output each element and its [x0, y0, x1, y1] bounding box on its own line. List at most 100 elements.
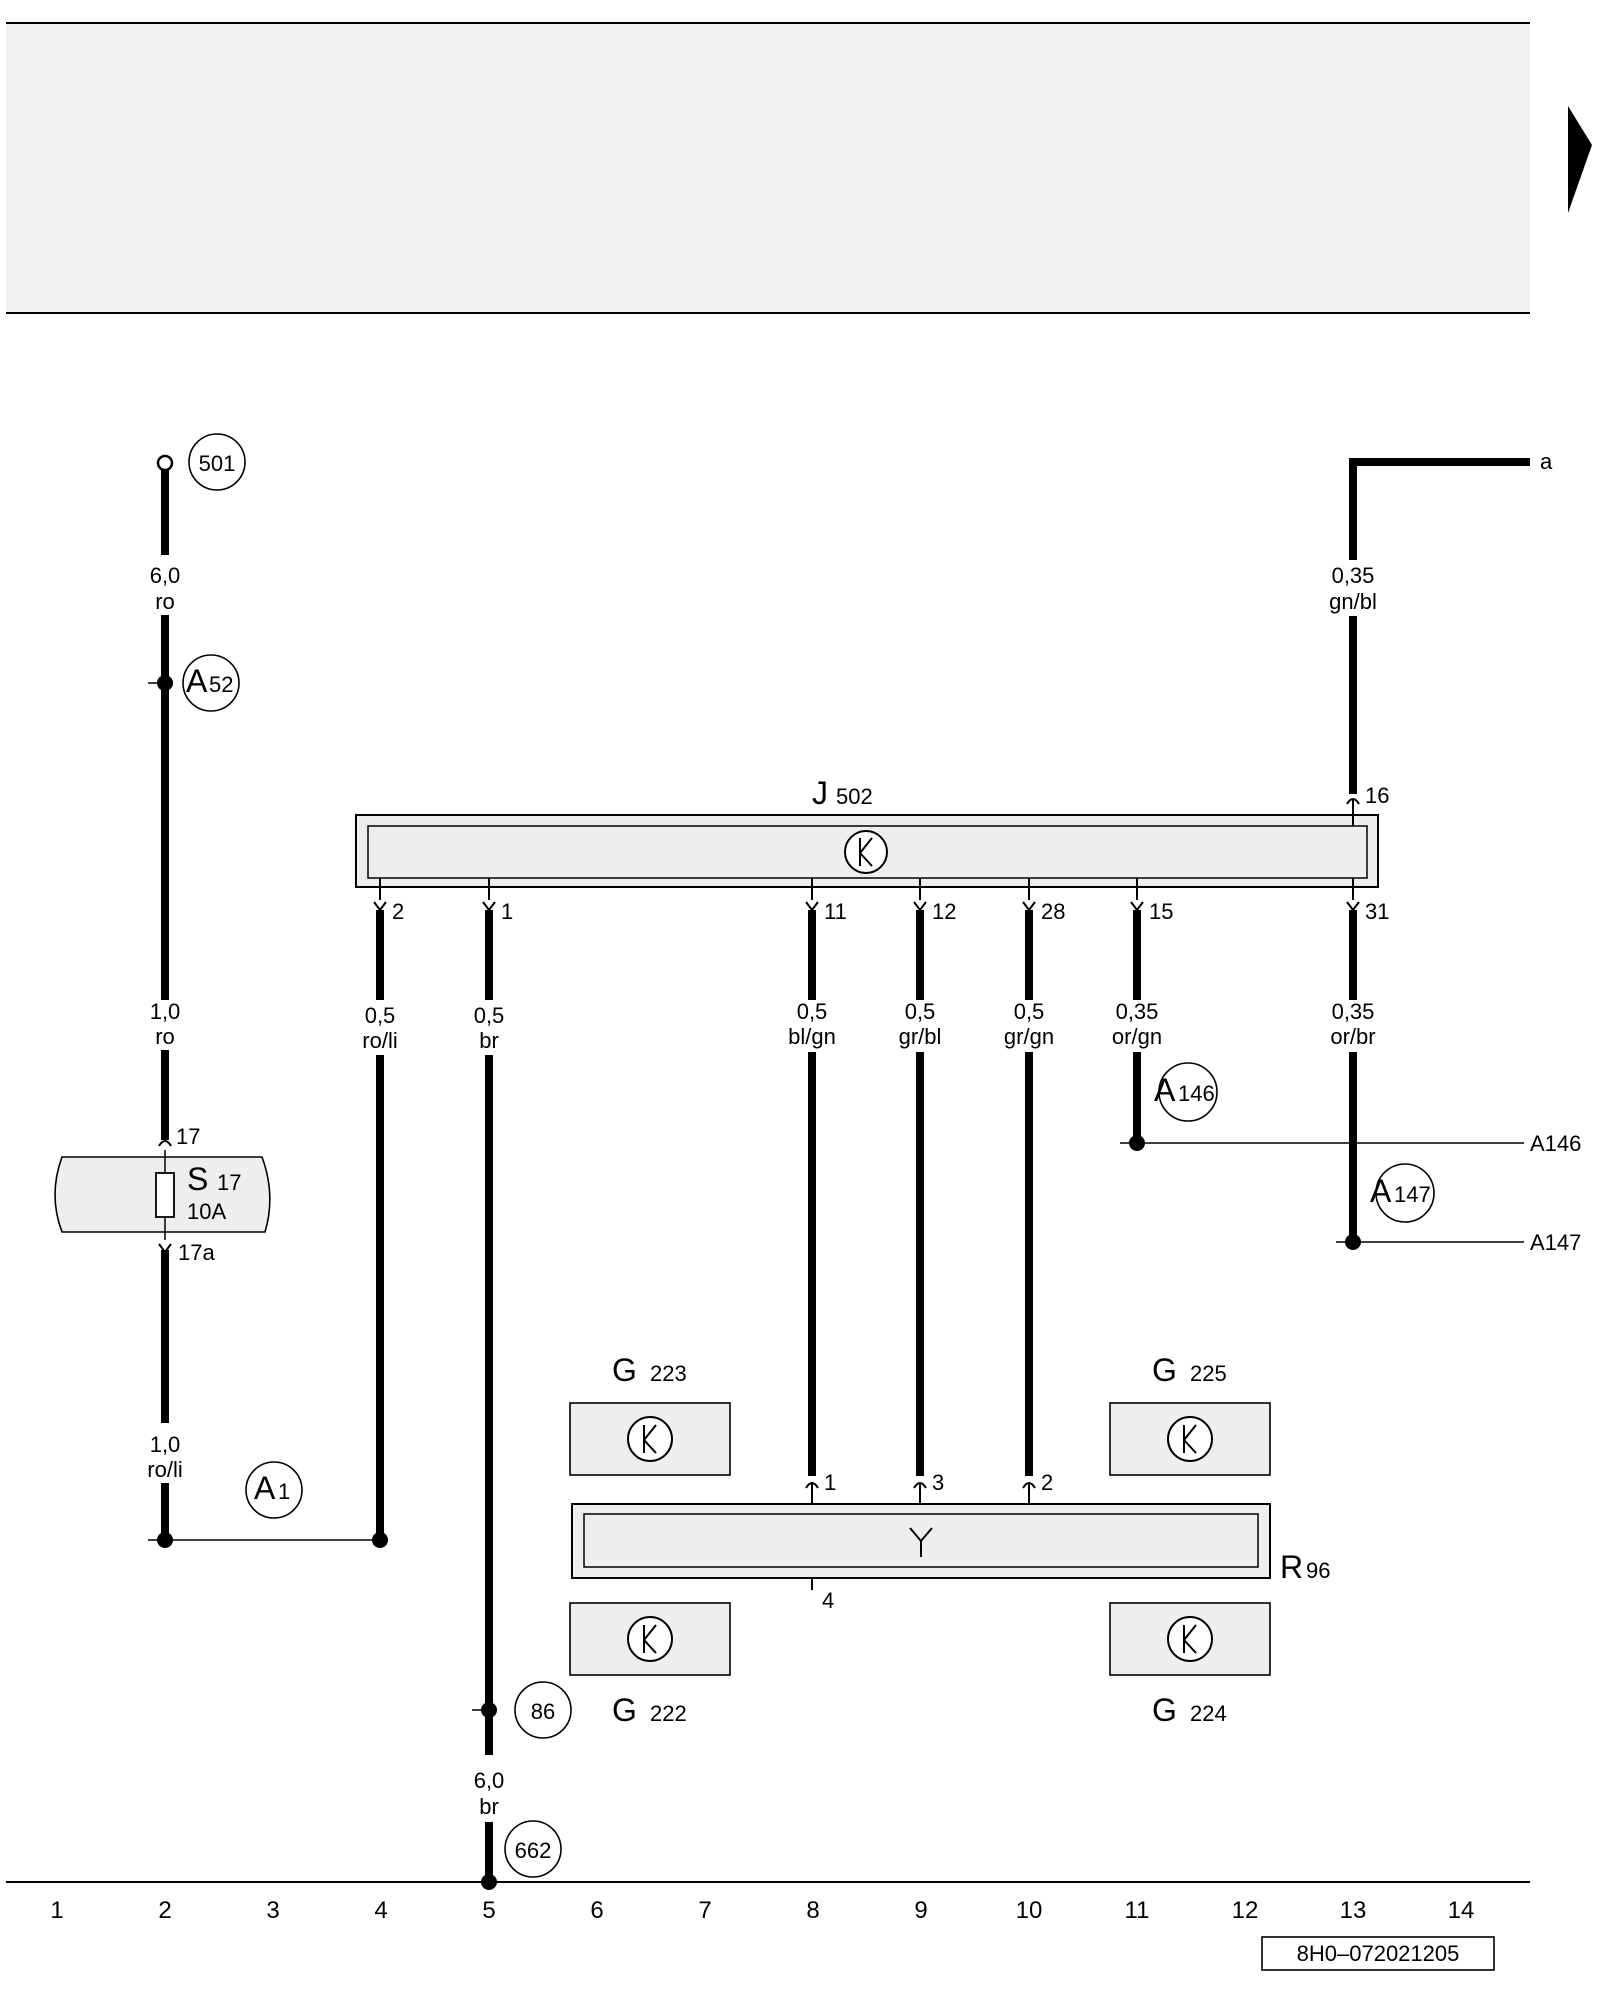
next-page-arrow-icon[interactable]	[1568, 106, 1592, 213]
splice-dot	[1345, 1234, 1361, 1250]
wire-gauge: 0,35	[1332, 999, 1375, 1024]
antenna-icon	[909, 1527, 933, 1557]
r96-num: 96	[1306, 1558, 1330, 1583]
pin-1: 1	[501, 899, 513, 924]
ref-circle-a52	[182, 654, 240, 712]
splice-dot	[1129, 1135, 1145, 1151]
wire-color: gn/bl	[1329, 589, 1377, 614]
g223-letter: G	[612, 1352, 637, 1388]
ref-a52-num: 52	[209, 672, 233, 697]
g224-letter: G	[1152, 1692, 1177, 1728]
ref-circle-86	[514, 1681, 572, 1739]
wire-color: br	[479, 1028, 499, 1053]
edge-label-a147: A147	[1530, 1230, 1581, 1255]
header-band	[6, 23, 1530, 313]
pin-12: 12	[932, 899, 956, 924]
column-number: 2	[158, 1897, 171, 1924]
splice-dot	[157, 675, 173, 691]
column-number: 6	[590, 1897, 603, 1924]
pin-28: 28	[1041, 899, 1065, 924]
pin-11: 11	[824, 899, 847, 924]
j502-letter: J	[812, 775, 828, 811]
ref-a147-num: 147	[1394, 1182, 1431, 1207]
doc-id: 8H0–072021205	[1297, 1941, 1460, 1966]
wire-color: or/gn	[1112, 1024, 1162, 1049]
wire-color: bl/gn	[788, 1024, 836, 1049]
wire-gauge: 0,35	[1332, 563, 1375, 588]
terminal-501	[156, 454, 174, 472]
column-number: 10	[1016, 1897, 1043, 1924]
ref-662: 662	[515, 1838, 552, 1863]
j502-num: 502	[836, 784, 873, 809]
edge-label-a146: A146	[1530, 1131, 1581, 1156]
column-number: 14	[1448, 1897, 1475, 1924]
column-number: 12	[1232, 1897, 1259, 1924]
pin-31: 31	[1365, 899, 1389, 924]
wire-color: ro/li	[147, 1457, 182, 1482]
wire-gauge: 0,5	[797, 999, 828, 1024]
wire-gauge: 0,5	[1014, 999, 1045, 1024]
r96-pin-3: 3	[932, 1470, 944, 1495]
pin-15: 15	[1149, 899, 1173, 924]
wire-gauge: 0,5	[905, 999, 936, 1024]
sensor-icon	[1167, 1616, 1213, 1662]
wire-color: br	[479, 1794, 499, 1819]
g223-num: 223	[650, 1361, 687, 1386]
r96-pin-4: 4	[822, 1588, 834, 1613]
wire-gauge: 0,5	[474, 1003, 505, 1028]
ref-a146-letter: A	[1154, 1072, 1176, 1108]
ref-86: 86	[531, 1699, 555, 1724]
wire-color: or/br	[1330, 1024, 1375, 1049]
wire-color: ro/li	[362, 1028, 397, 1053]
sensor-icon	[627, 1416, 673, 1462]
column-number: 4	[374, 1897, 387, 1924]
sensor-icon	[1167, 1416, 1213, 1462]
column-number: 1	[50, 1897, 63, 1924]
ref-circle-a147	[1375, 1163, 1435, 1223]
wire-gauge: 0,5	[365, 1003, 396, 1028]
wire-color: ro	[155, 1024, 175, 1049]
column-number: 13	[1340, 1897, 1367, 1924]
pin-17a: 17a	[178, 1240, 215, 1265]
ref-a1-num: 1	[278, 1479, 290, 1504]
g225-num: 225	[1190, 1361, 1227, 1386]
column-number: 8	[806, 1897, 819, 1924]
ref-a147-letter: A	[1370, 1173, 1392, 1209]
g225-letter: G	[1152, 1352, 1177, 1388]
r96-pin-1: 1	[824, 1470, 836, 1495]
doc-id-box	[1261, 1936, 1495, 1971]
wire-gauge: 1,0	[150, 999, 181, 1024]
wire-color: gr/bl	[899, 1024, 942, 1049]
fuse-rating: 10A	[187, 1199, 226, 1224]
ref-circle-662	[504, 1820, 562, 1878]
ref-a1-letter: A	[254, 1470, 276, 1506]
g222-num: 222	[650, 1701, 687, 1726]
wire-gauge: 1,0	[150, 1432, 181, 1457]
column-ruler: 1 2 3 4 5 6 7 8 9 10 11 12 13 14	[50, 1897, 1474, 1924]
pin-2: 2	[392, 899, 404, 924]
column-number: 11	[1125, 1897, 1150, 1924]
g222-letter: G	[612, 1692, 637, 1728]
column-number: 7	[698, 1897, 711, 1924]
wire-color: gr/gn	[1004, 1024, 1054, 1049]
fuse-s-num: 17	[217, 1170, 241, 1195]
ref-a52-letter: A	[186, 663, 208, 699]
sensor-icon	[627, 1616, 673, 1662]
g224-num: 224	[1190, 1701, 1227, 1726]
fuse-icon	[155, 1172, 175, 1218]
wire-color: ro	[155, 589, 175, 614]
column-number: 9	[914, 1897, 927, 1924]
r96-letter: R	[1280, 1549, 1303, 1585]
ref-circle-a146	[1158, 1062, 1218, 1122]
wire-gauge: 6,0	[474, 1768, 505, 1793]
edge-label-a: a	[1540, 449, 1553, 474]
sensor-g224	[1109, 1602, 1271, 1676]
ref-a146-num: 146	[1178, 1081, 1215, 1106]
splice-dot	[481, 1702, 497, 1718]
wire-gauge: 6,0	[150, 563, 181, 588]
ref-circle-501	[188, 433, 246, 491]
ref-circle-a1	[245, 1461, 303, 1519]
r96-pin-2: 2	[1041, 1470, 1053, 1495]
pin-16: 16	[1365, 783, 1389, 808]
